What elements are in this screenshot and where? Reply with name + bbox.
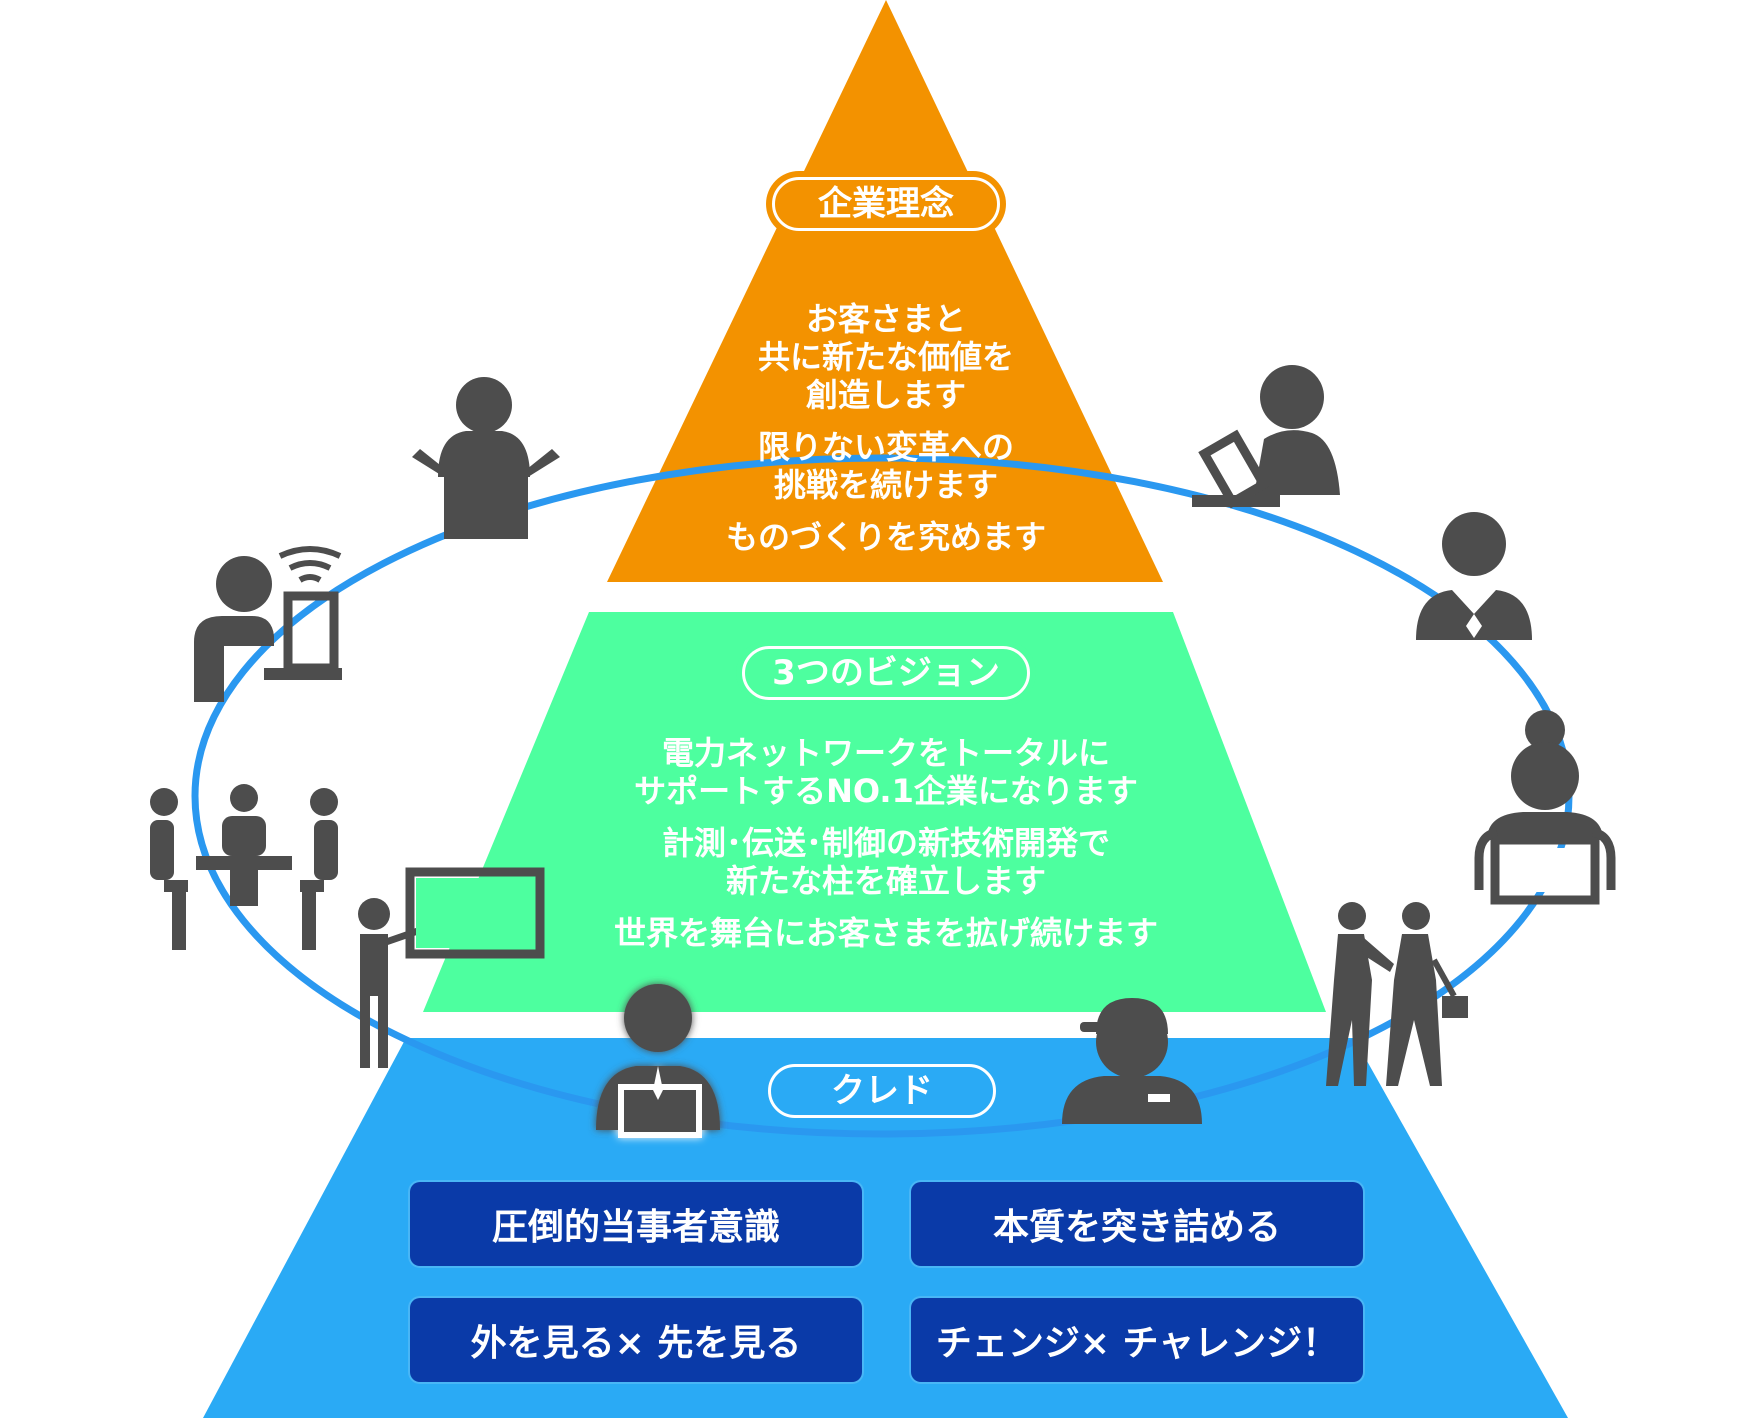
- philosophy-label: 企業理念: [766, 171, 1006, 237]
- laptop-worker-icon: [596, 984, 720, 1138]
- credo-label: クレド: [762, 1058, 1002, 1124]
- vision-tier: [423, 612, 1326, 1012]
- tablet-person-icon: [1192, 365, 1340, 509]
- office-worker-icon: [1474, 710, 1616, 905]
- philosophy-text: お客さまと 共に新たな価値を 創造します 限りない変革への 挑戦を続けます もの…: [725, 300, 1046, 556]
- credo-item: チェンジ× チャレンジ！: [911, 1298, 1363, 1382]
- presenter-icon: [358, 867, 545, 1068]
- handshake-icon: [1326, 902, 1468, 1086]
- wifi-laptop-person-icon: [194, 546, 342, 702]
- businessman-icon: [1416, 512, 1532, 640]
- vision-label: 3つのビジョン: [736, 640, 1036, 706]
- vision-text: 電力ネットワークをトータルに サポートするNO.1企業になります 計測･伝送･制…: [613, 734, 1158, 952]
- meeting-icon: [150, 784, 338, 950]
- cap-worker-icon: [1062, 998, 1202, 1124]
- philosophy-tier: [607, 0, 1163, 582]
- credo-item: 圧倒的当事者意識: [410, 1182, 862, 1266]
- box-person-icon: [412, 377, 560, 539]
- credo-item: 本質を突き詰める: [911, 1182, 1363, 1266]
- credo-item: 外を見る× 先を見る: [410, 1298, 862, 1382]
